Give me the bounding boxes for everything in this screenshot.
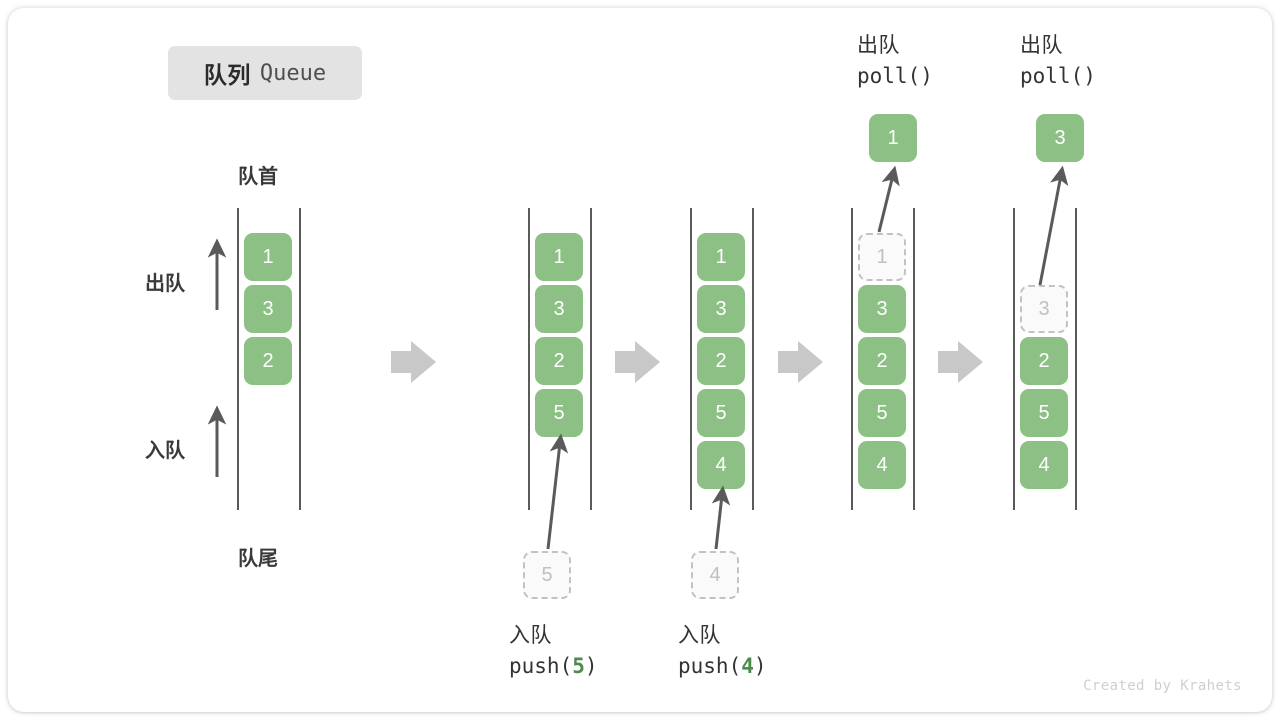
credit-text: Created by Krahets <box>1083 678 1242 694</box>
operation-code-prefix: poll( <box>857 64 921 88</box>
operation-cn-label: 出队 <box>857 34 900 57</box>
queue-cell: 4 <box>1020 441 1068 489</box>
operation-label-poll-3: 出队 poll() <box>1020 30 1096 92</box>
diagram-card <box>8 8 1272 712</box>
queue-head-label: 队首 <box>238 166 278 188</box>
returned-dequeue-value: 1 <box>869 114 917 162</box>
queue-cell: 2 <box>1020 337 1068 385</box>
operation-code-suffix: ) <box>584 654 598 678</box>
queue-rail-right <box>590 208 592 510</box>
operation-code-value: 5 <box>572 654 585 678</box>
operation-label-poll-1: 出队 poll() <box>857 30 933 92</box>
operation-cn-label: 出队 <box>1020 34 1063 57</box>
queue-rail-left <box>1013 208 1015 510</box>
queue-cell: 2 <box>535 337 583 385</box>
operation-cn-label: 入队 <box>509 624 552 647</box>
operation-code-label: push(4) <box>678 651 767 682</box>
operation-code-prefix: push( <box>678 654 742 678</box>
queue-cell-removed: 1 <box>858 233 906 281</box>
enqueue-direction-label: 入队 <box>145 440 185 462</box>
queue-cell: 5 <box>697 389 745 437</box>
queue-rail-right <box>1075 208 1077 510</box>
queue-cell: 2 <box>858 337 906 385</box>
queue-cell: 3 <box>858 285 906 333</box>
queue-cell: 2 <box>244 337 292 385</box>
operation-code-suffix: ) <box>753 654 767 678</box>
operation-code-label: poll() <box>1020 61 1096 92</box>
queue-rail-left <box>237 208 239 510</box>
diagram-title-chip: 队列 Queue <box>168 46 362 100</box>
queue-rail-left <box>690 208 692 510</box>
queue-cell: 5 <box>858 389 906 437</box>
queue-cell: 3 <box>697 285 745 333</box>
operation-code-prefix: poll( <box>1020 64 1084 88</box>
queue-tail-label: 队尾 <box>238 548 278 570</box>
queue-cell: 1 <box>244 233 292 281</box>
queue-cell: 5 <box>1020 389 1068 437</box>
pending-enqueue-value: 4 <box>691 551 739 599</box>
operation-code-suffix: ) <box>1083 64 1096 88</box>
operation-code-label: push(5) <box>509 651 598 682</box>
diagram-title-cn: 队列 <box>203 62 251 88</box>
dequeue-direction-label: 出队 <box>145 273 185 295</box>
queue-rail-left <box>528 208 530 510</box>
queue-rail-right <box>752 208 754 510</box>
queue-rail-right <box>299 208 301 510</box>
queue-rail-left <box>851 208 853 510</box>
queue-cell: 3 <box>535 285 583 333</box>
queue-cell: 4 <box>858 441 906 489</box>
operation-cn-label: 入队 <box>678 624 721 647</box>
queue-cell-removed: 3 <box>1020 285 1068 333</box>
returned-dequeue-value: 3 <box>1036 114 1084 162</box>
queue-cell: 1 <box>535 233 583 281</box>
operation-code-suffix: ) <box>920 64 933 88</box>
operation-label-push-5: 入队 push(5) <box>509 620 598 682</box>
queue-cell: 2 <box>697 337 745 385</box>
operation-code-label: poll() <box>857 61 933 92</box>
queue-rail-right <box>913 208 915 510</box>
queue-cell: 1 <box>697 233 745 281</box>
diagram-title-en: Queue <box>259 60 327 86</box>
operation-code-value: 4 <box>741 654 754 678</box>
queue-cell: 4 <box>697 441 745 489</box>
queue-cell: 5 <box>535 389 583 437</box>
operation-label-push-4: 入队 push(4) <box>678 620 767 682</box>
pending-enqueue-value: 5 <box>523 551 571 599</box>
operation-code-prefix: push( <box>509 654 573 678</box>
queue-cell: 3 <box>244 285 292 333</box>
